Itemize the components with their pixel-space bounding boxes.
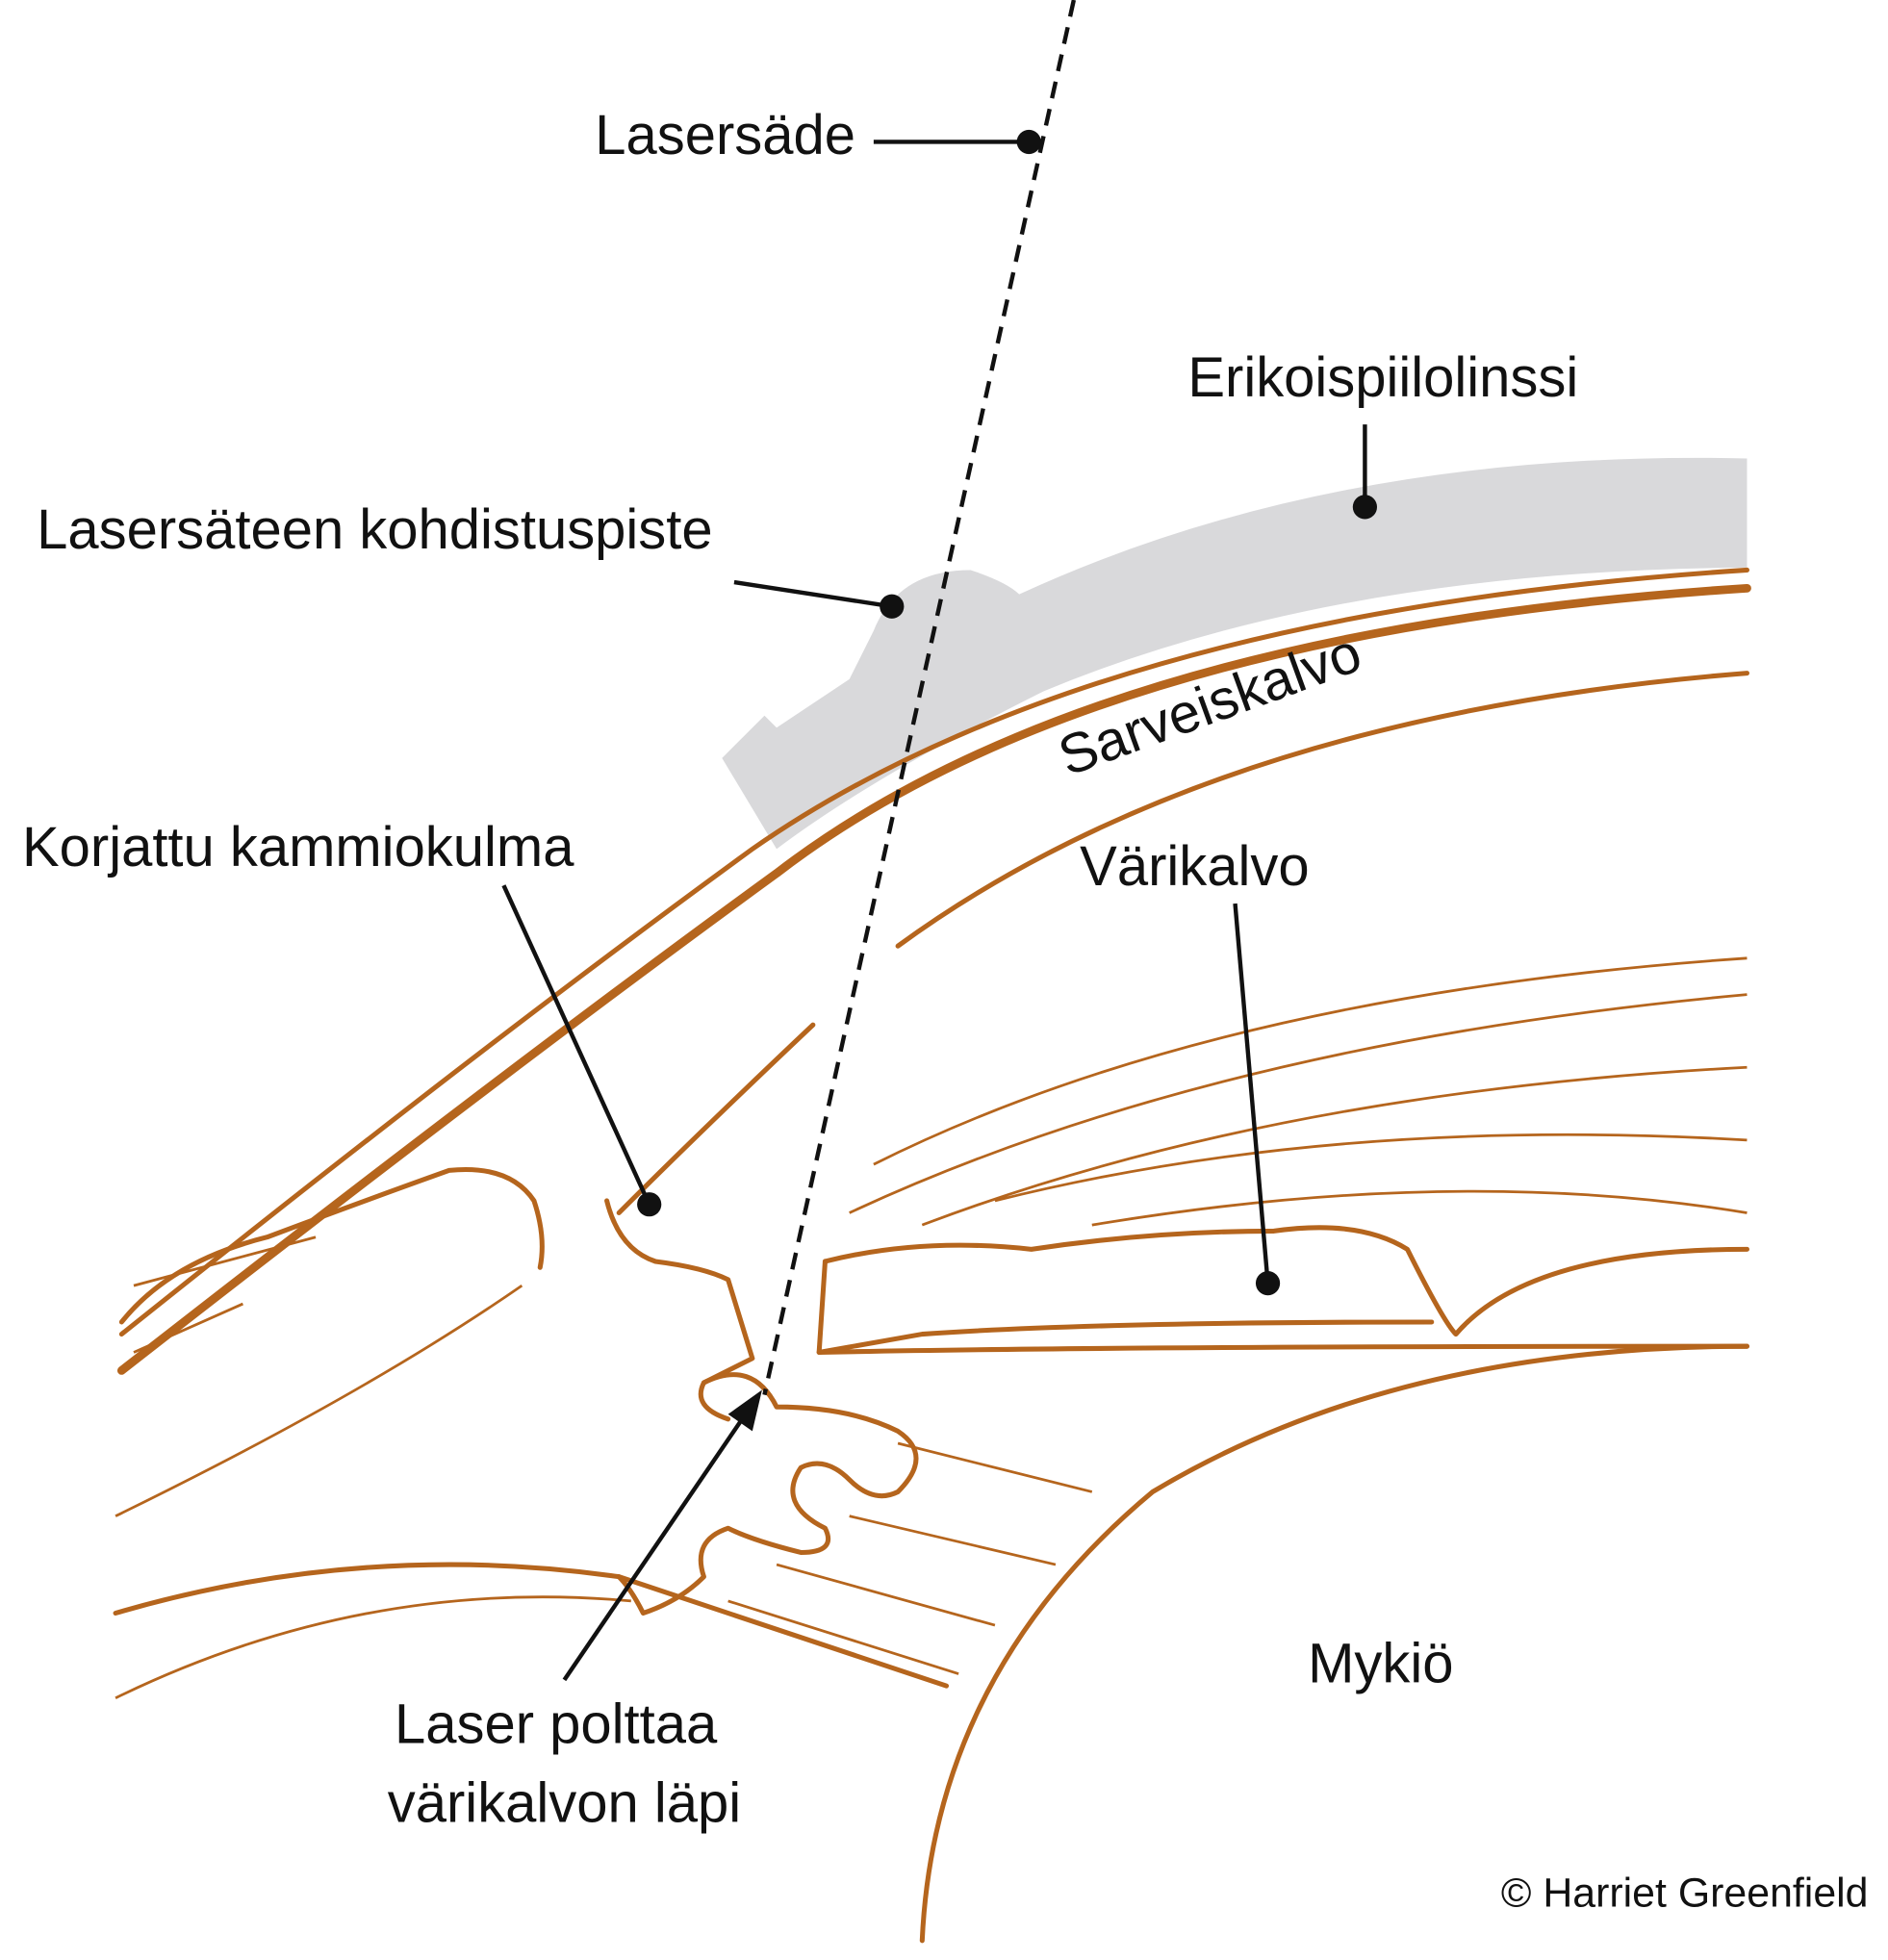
label-laser-burns-1: Laser polttaa xyxy=(395,1693,718,1755)
label-laser-burns-2: värikalvon läpi xyxy=(388,1772,741,1834)
leader-focus-point xyxy=(733,579,905,619)
label-iris: Värikalvo xyxy=(1080,836,1309,898)
crystalline-lens-outline xyxy=(919,1343,1749,1944)
angle-tissue xyxy=(115,1167,755,1699)
label-laser-beam: Lasersäde xyxy=(595,105,855,166)
label-focus-point: Lasersäteen kohdistuspiste xyxy=(37,499,713,561)
leader-iris xyxy=(1233,903,1281,1296)
leader-special-lens xyxy=(1352,424,1378,520)
arrow-laser-burn xyxy=(562,1389,762,1682)
iris xyxy=(816,956,1749,1356)
ciliary-body xyxy=(113,1372,1093,1689)
label-special-lens: Erikoispiilolinssi xyxy=(1187,347,1578,409)
label-lens: Mykiö xyxy=(1308,1633,1453,1694)
leader-corrected-angle xyxy=(501,884,662,1217)
leader-laser-beam xyxy=(873,129,1041,155)
contact-lens-shape xyxy=(722,457,1748,850)
label-corrected-angle: Korjattu kammiokulma xyxy=(22,817,574,878)
copyright-credit: © Harriet Greenfield xyxy=(1501,1871,1869,1917)
laser-beam xyxy=(762,0,1077,1396)
